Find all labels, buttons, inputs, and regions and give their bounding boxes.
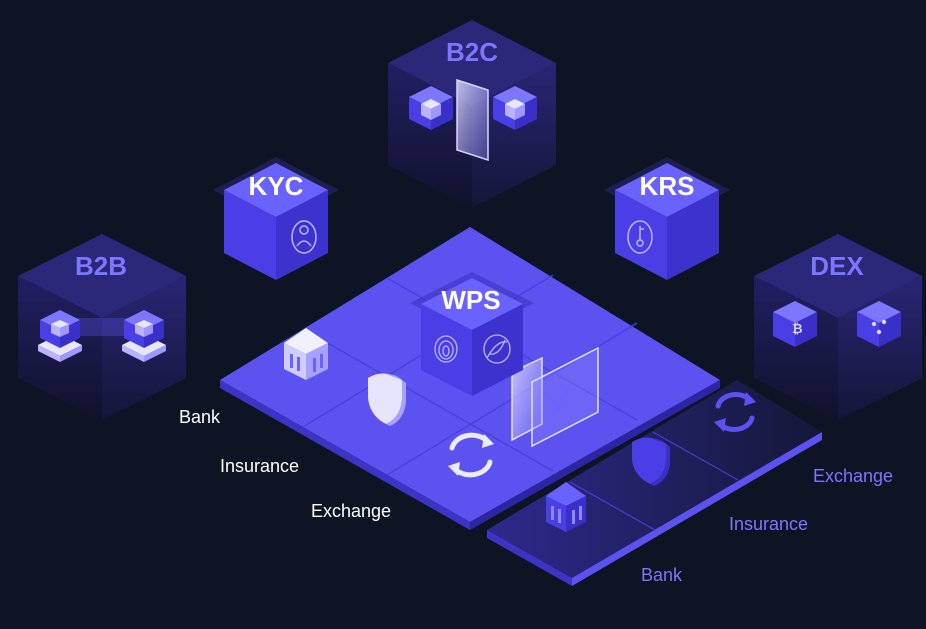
right-label-insurance: Insurance <box>729 514 808 534</box>
b2b-block: B2B <box>18 234 186 420</box>
svg-text:₿: ₿ <box>792 321 803 336</box>
wps-cube: WPS <box>410 272 534 396</box>
strip-exchange-arrows-icon <box>714 392 756 432</box>
fingerprint-icon <box>434 335 458 363</box>
b2b-left-server-icon <box>38 310 82 362</box>
strip-shield-icon <box>632 437 670 486</box>
key-icon <box>627 220 653 254</box>
exchange-arrows-icon <box>448 432 494 478</box>
b2c-label: B2C <box>446 37 498 67</box>
b2c-left-cube-icon <box>409 86 453 130</box>
right-label-exchange: Exchange <box>813 466 893 486</box>
bank-icon <box>284 328 328 380</box>
b2c-block: B2C <box>388 20 556 208</box>
b2b-label: B2B <box>75 251 127 281</box>
glass-panels-icon <box>511 346 599 448</box>
strip-bank-icon <box>546 482 586 532</box>
bitcoin-cube-icon: ₿ <box>773 301 817 347</box>
right-label-bank: Bank <box>641 565 683 585</box>
shield-icon <box>368 373 406 426</box>
dex-label: DEX <box>810 251 864 281</box>
left-label-exchange: Exchange <box>311 501 391 521</box>
left-label-bank: Bank <box>179 407 221 427</box>
b2c-right-cube-icon <box>493 86 537 130</box>
user-profile-icon <box>291 220 317 254</box>
kyc-label: KYC <box>249 171 304 201</box>
krs-cube: KRS <box>604 157 730 280</box>
b2b-right-server-icon <box>122 310 166 362</box>
dna-icon <box>483 334 511 364</box>
kyc-cube: KYC <box>213 157 339 280</box>
dex-block: ₿ DEX <box>754 234 922 420</box>
ripple-cube-icon <box>857 301 901 347</box>
b2c-glass-panel-icon <box>456 78 489 162</box>
wps-label: WPS <box>441 285 500 315</box>
krs-label: KRS <box>640 171 695 201</box>
left-label-insurance: Insurance <box>220 456 299 476</box>
